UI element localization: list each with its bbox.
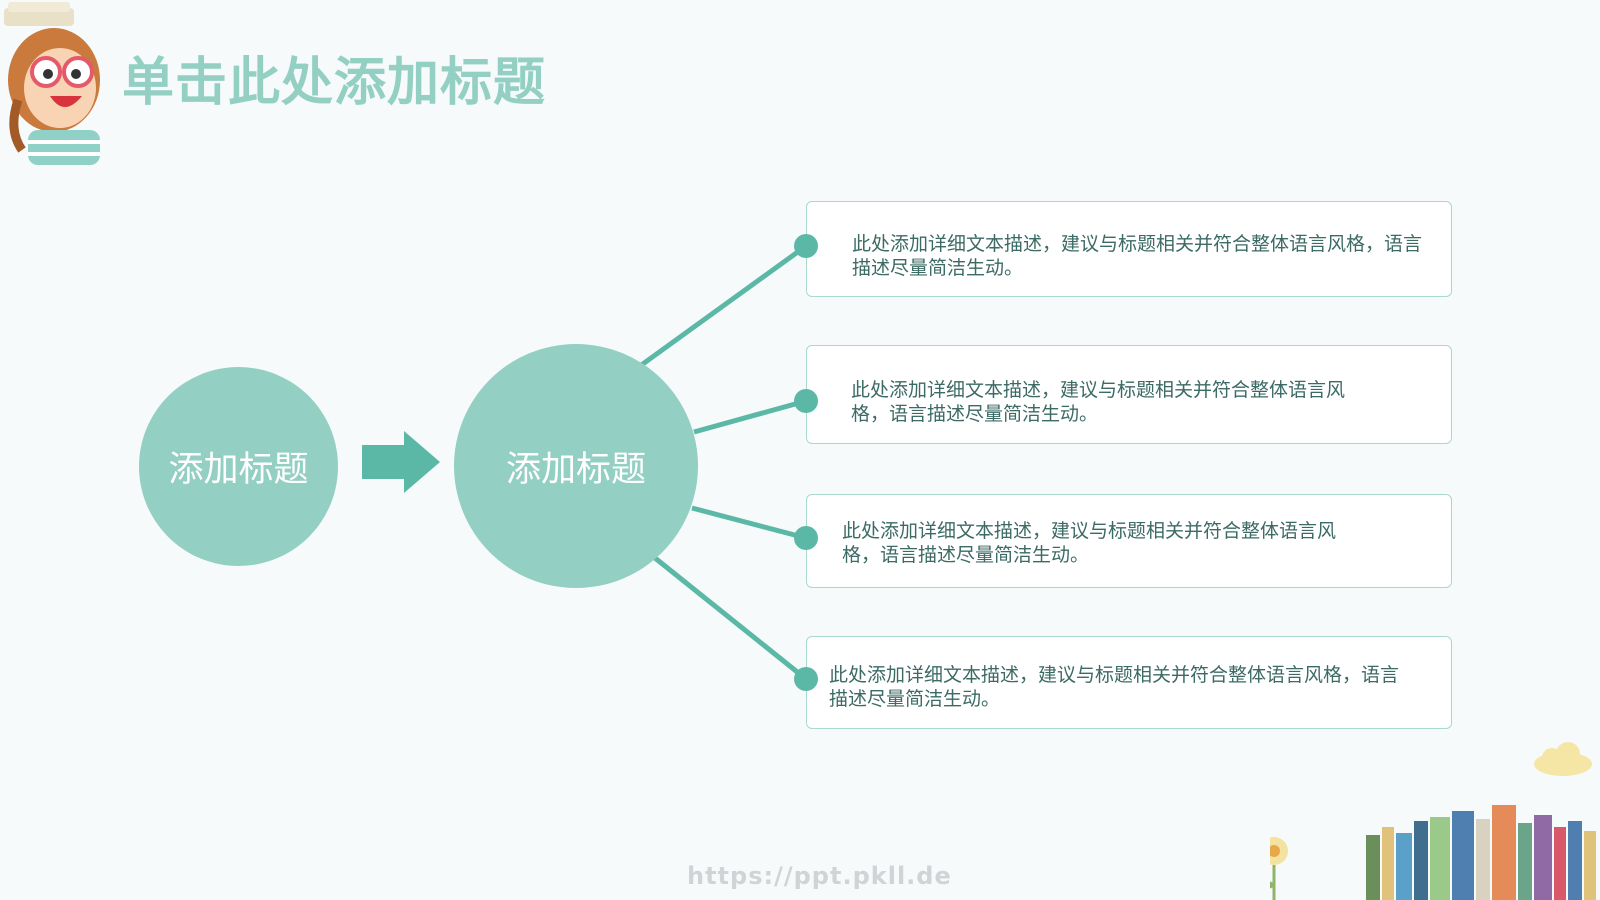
text-box-3-text[interactable]: 此处添加详细文本描述，建议与标题相关并符合整体语言风格，语言描述尽量简洁生动。 (842, 520, 1337, 566)
right-circle-label[interactable]: 添加标题 (505, 449, 646, 490)
right-arrow-icon (362, 431, 440, 493)
books-illustration (1270, 805, 1596, 900)
cartoon-girl-illustration (4, 2, 100, 165)
watermark-url: https://ppt.pkll.de (687, 862, 952, 890)
right-circle: 添加标题 (454, 344, 698, 588)
text-box-2-text[interactable]: 此处添加详细文本描述，建议与标题相关并符合整体语言风格，语言描述尽量简洁生动。 (851, 379, 1346, 425)
connector-dot-2 (794, 389, 818, 413)
left-circle-label[interactable]: 添加标题 (168, 450, 309, 490)
text-box-2: 此处添加详细文本描述，建议与标题相关并符合整体语言风格，语言描述尽量简洁生动。 (806, 345, 1452, 444)
text-box-1-text[interactable]: 此处添加详细文本描述，建议与标题相关并符合整体语言风格，语言描述尽量简洁生动。 (852, 233, 1423, 279)
left-circle: 添加标题 (139, 367, 338, 566)
connector-line-3 (691, 505, 807, 541)
connector-dot-1 (794, 234, 818, 258)
connector-line-4 (653, 556, 808, 681)
connector-line-2 (693, 398, 807, 435)
slide-title[interactable]: 单击此处添加标题 (122, 53, 547, 113)
connector-dot-3 (794, 526, 818, 550)
text-box-4: 此处添加详细文本描述，建议与标题相关并符合整体语言风格，语言描述尽量简洁生动。 (806, 636, 1452, 729)
connector-line-1 (638, 243, 808, 369)
text-box-3: 此处添加详细文本描述，建议与标题相关并符合整体语言风格，语言描述尽量简洁生动。 (806, 494, 1452, 588)
connector-dot-4 (794, 667, 818, 691)
text-box-4-text[interactable]: 此处添加详细文本描述，建议与标题相关并符合整体语言风格，语言描述尽量简洁生动。 (829, 664, 1400, 710)
cloud-icon (1534, 742, 1592, 776)
text-box-1: 此处添加详细文本描述，建议与标题相关并符合整体语言风格，语言描述尽量简洁生动。 (806, 201, 1452, 297)
